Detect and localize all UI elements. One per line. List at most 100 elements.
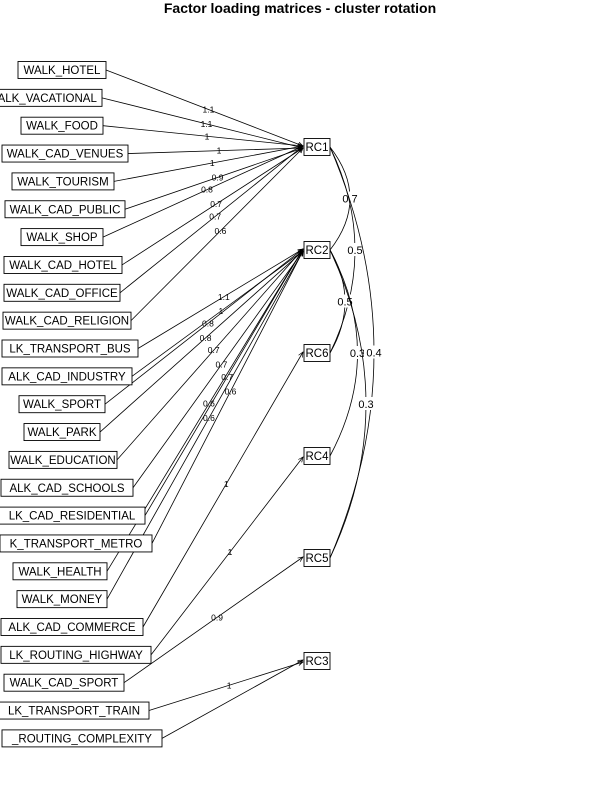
factor-label: RC5: [305, 553, 328, 565]
correlation-value-rc2-rc6: 0.5: [337, 297, 352, 309]
variable-node-walk-health: WALK_HEALTH: [12, 562, 108, 581]
loading-value-alk-cad-commerce: 1: [224, 479, 229, 489]
loading-value-walk-money: 0.6: [203, 413, 215, 423]
variable-label: WALK_SPORT: [23, 399, 101, 411]
factor-node-rc5: RC5: [303, 549, 331, 567]
loading-value-walk-education: 0.7: [208, 345, 220, 355]
loading-edge-walk-food: [102, 125, 303, 146]
loading-edge-routing-complexity: [161, 660, 303, 739]
loading-edge-walk-cad-sport: [123, 557, 303, 684]
variable-label: WALK_VACATIONAL: [0, 93, 97, 105]
variable-node-walk-sport: WALK_SPORT: [18, 395, 106, 414]
loading-value-walk-health: 0.6: [203, 399, 215, 409]
correlation-value-rc1-rc6: 0.5: [347, 245, 362, 257]
variable-label: WALK_HOTEL: [24, 65, 102, 77]
loading-edge-walk-park: [99, 251, 303, 433]
factor-label: RC6: [305, 348, 328, 360]
variable-node-k-transport-metro: K_TRANSPORT_METRO: [0, 534, 153, 553]
variable-node-walk-money: WALK_MONEY: [16, 590, 108, 609]
variable-label: LK_TRANSPORT_BUS: [9, 344, 131, 356]
loading-value-walk-hotel: 1.1: [203, 105, 215, 115]
variable-label: LK_TRANSPORT_TRAIN: [8, 706, 140, 718]
loading-edge-walk-vacational: [101, 97, 303, 148]
loading-edge-walk-shop: [102, 145, 303, 238]
variable-node-walk-cad-religion: WALK_CAD_RELIGION: [2, 311, 132, 330]
loading-edge-walk-tourism: [113, 146, 303, 182]
loading-value-walk-tourism: 1: [210, 158, 215, 168]
variable-label: WALK_CAD_OFFICE: [6, 288, 118, 300]
loading-edge-walk-cad-hotel: [121, 148, 303, 266]
loading-value-walk-park: 0.8: [200, 333, 212, 343]
variable-node-walk-cad-hotel: WALK_CAD_HOTEL: [3, 256, 123, 274]
variable-node-walk-cad-office: WALK_CAD_OFFICE: [3, 283, 121, 302]
variable-node-walk-tourism: WALK_TOURISM: [11, 172, 115, 191]
loading-value-walk-shop: 0.8: [201, 185, 213, 195]
loading-edge-walk-cad-public: [124, 148, 303, 210]
variable-label: ALK_CAD_INDUSTRY: [8, 371, 126, 383]
correlation-label-bg: [345, 243, 365, 256]
loading-value-walk-cad-office: 0.7: [209, 211, 221, 221]
variable-nodes: WALK_HOTEL WALK_VACATIONAL WALK_FOOD WALK_C…: [0, 61, 163, 748]
factor-node-rc4: RC4: [303, 447, 331, 465]
variable-node-alk-cad-commerce: ALK_CAD_COMMERCE: [0, 618, 144, 636]
factor-label: RC1: [305, 142, 328, 154]
loading-edge-k-transport-metro: [151, 251, 303, 544]
loading-value-walk-sport: 0.8: [202, 318, 214, 328]
loading-edge-alk-cad-industry: [131, 251, 303, 377]
variable-label: WALK_EDUCATION: [10, 455, 115, 467]
correlation-label-bg: [340, 191, 360, 205]
variable-label: WALK_CAD_PUBLIC: [10, 204, 121, 216]
loading-edges: 1.11.11110.90.80.70.70.61.110.80.80.70.7…: [99, 69, 303, 739]
variable-label: WALK_PARK: [27, 427, 96, 439]
variable-label: WALK_CAD_RELIGION: [5, 316, 129, 328]
loading-value-lk-cad-residential: 0.7: [221, 372, 233, 382]
variable-label: WALK_CAD_HOTEL: [9, 260, 117, 272]
variable-label: WALK_HEALTH: [18, 566, 101, 578]
variable-label: WALK_CAD_SPORT: [10, 678, 119, 690]
loading-edge-walk-cad-religion: [130, 148, 303, 321]
loading-value-walk-food: 1: [205, 131, 210, 141]
loading-value-lk-routing-highway: 1: [228, 547, 233, 557]
loading-value-alk-cad-industry: 1: [219, 306, 224, 316]
variable-node-walk-park: WALK_PARK: [23, 423, 101, 441]
correlation-value-rc2-rc5: 0.3: [358, 399, 373, 411]
correlation-label-bg: [356, 397, 376, 410]
variable-node-walk-cad-venues: WALK_CAD_VENUES: [1, 144, 129, 163]
factor-node-rc1: RC1: [303, 138, 331, 156]
variable-label: K_TRANSPORT_METRO: [10, 538, 143, 550]
loading-value-k-transport-metro: 0.6: [225, 386, 237, 396]
correlation-label-bg: [364, 345, 384, 359]
loading-value-walk-cad-hotel: 0.7: [210, 199, 222, 209]
correlation-value-rc2-rc4: 0.3: [350, 348, 365, 360]
loading-value-lk-transport-bus: 1.1: [218, 292, 230, 302]
variable-label: _ROUTING_COMPLEXITY: [11, 733, 152, 745]
loading-edge-alk-cad-commerce: [142, 352, 303, 628]
loading-value-walk-cad-public: 0.9: [212, 172, 224, 182]
variable-node-lk-cad-residential: LK_CAD_RESIDENTIAL: [0, 506, 146, 525]
loading-edge-walk-cad-office: [119, 146, 303, 294]
variable-node-walk-food: WALK_FOOD: [20, 116, 104, 135]
correlation-value-rc1-rc5: 0.4: [366, 348, 381, 360]
loading-edge-lk-routing-highway: [150, 457, 303, 656]
loading-edge-lk-cad-residential: [144, 249, 303, 516]
variable-node-lk-transport-bus: LK_TRANSPORT_BUS: [1, 339, 139, 358]
loading-value-alk-cad-schools: 0.7: [215, 360, 227, 370]
factor-label: RC2: [305, 245, 328, 257]
loading-edge-walk-education: [116, 249, 303, 461]
variable-label: WALK_MONEY: [22, 594, 103, 606]
factor-node-rc6: RC6: [303, 344, 331, 362]
factor-label: RC3: [305, 656, 328, 668]
variable-node-routing-complexity: _ROUTING_COMPLEXITY: [1, 729, 163, 748]
variable-label: WALK_TOURISM: [17, 176, 108, 188]
loading-value-walk-cad-religion: 0.6: [215, 226, 227, 236]
loading-edge-walk-cad-venues: [127, 148, 303, 154]
variable-node-walk-cad-sport: WALK_CAD_SPORT: [3, 673, 125, 692]
factor-node-rc2: RC2: [303, 241, 331, 259]
variable-node-lk-routing-highway: LK_ROUTING_HIGHWAY: [0, 645, 152, 664]
variable-node-walk-vacational: WALK_VACATIONAL: [0, 88, 103, 107]
variable-label: LK_ROUTING_HIGHWAY: [9, 650, 143, 662]
loading-edge-walk-hotel: [105, 69, 303, 146]
loading-edge-lk-transport-bus: [137, 249, 303, 349]
